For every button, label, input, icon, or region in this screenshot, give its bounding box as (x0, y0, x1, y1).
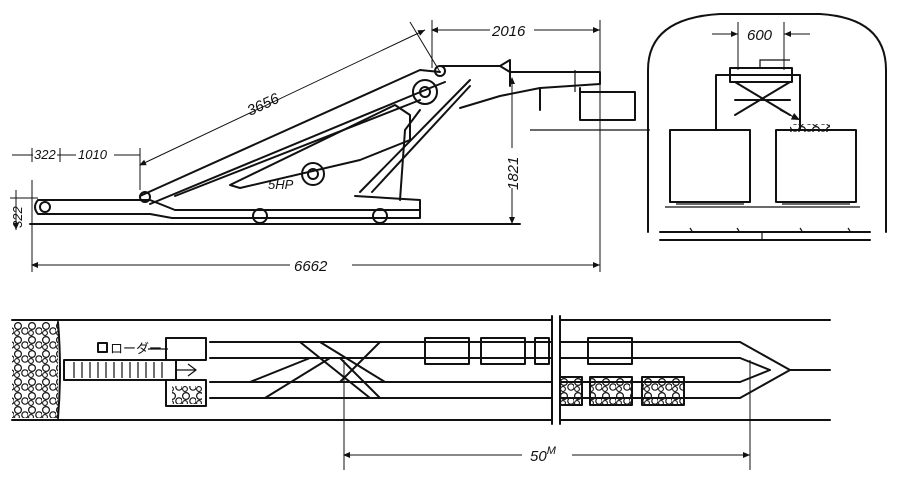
dim-600: 600 (747, 27, 773, 44)
motor-label: 5HP (268, 177, 294, 192)
dim-322-top: 322 (34, 147, 56, 162)
loader-side-view (29, 59, 650, 225)
dim-3656: 3656 (245, 90, 283, 120)
tunnel-cross-section: 600 (647, 13, 887, 241)
dim-50m: 50M (530, 445, 557, 465)
dim-2016: 2016 (491, 23, 526, 40)
loader-label: ローダー (110, 342, 162, 357)
dim-6662: 6662 (294, 258, 328, 275)
dim-322-side: 322 (10, 206, 25, 228)
side-view-dimensions: 6662 322 1010 322 3656 2016 1821 5HP (10, 20, 601, 275)
track-plan-view: ローダー 50M (11, 315, 831, 470)
dim-1010: 1010 (78, 147, 108, 162)
dim-1821: 1821 (505, 157, 522, 190)
